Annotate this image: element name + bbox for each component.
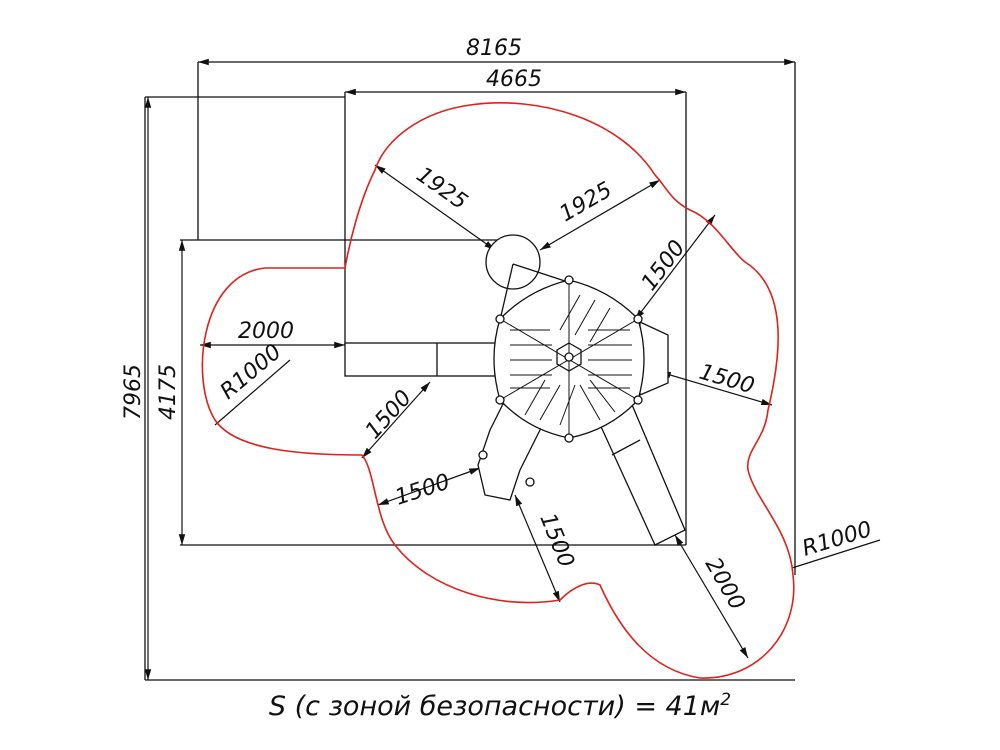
dim-clearance-e: 1500 [696, 360, 757, 399]
dim-clearance-sw: 1500 [361, 386, 417, 444]
dim-overall-width: 8165 [466, 36, 522, 61]
play-structure [344, 234, 686, 546]
safety-zone-outline [201, 102, 795, 679]
area-caption: S (с зоной безопасности) = 41м2 [0, 690, 1000, 722]
dim-inner-height: 4175 [156, 364, 181, 420]
dim-clearance-s: 1500 [534, 510, 578, 571]
dim-radius-right-top: 1925 [556, 178, 617, 228]
dim-clearance-s-left: 1500 [392, 470, 453, 511]
dim-radius-right: R1000 [799, 517, 874, 562]
dim-slide-se: 2000 [700, 554, 750, 615]
dim-radius-left-top: 1925 [412, 162, 472, 215]
radius-leaders [214, 359, 881, 569]
dim-overall-height: 7965 [121, 364, 146, 420]
area-caption-superscript: 2 [720, 690, 732, 710]
dimension-lines [144, 58, 795, 680]
area-caption-text: S (с зоной безопасности) = 41м [268, 691, 721, 722]
dim-inner-width: 4665 [486, 67, 542, 92]
dim-clearance-ne: 1500 [637, 236, 691, 296]
dim-slide-left: 2000 [238, 319, 294, 344]
